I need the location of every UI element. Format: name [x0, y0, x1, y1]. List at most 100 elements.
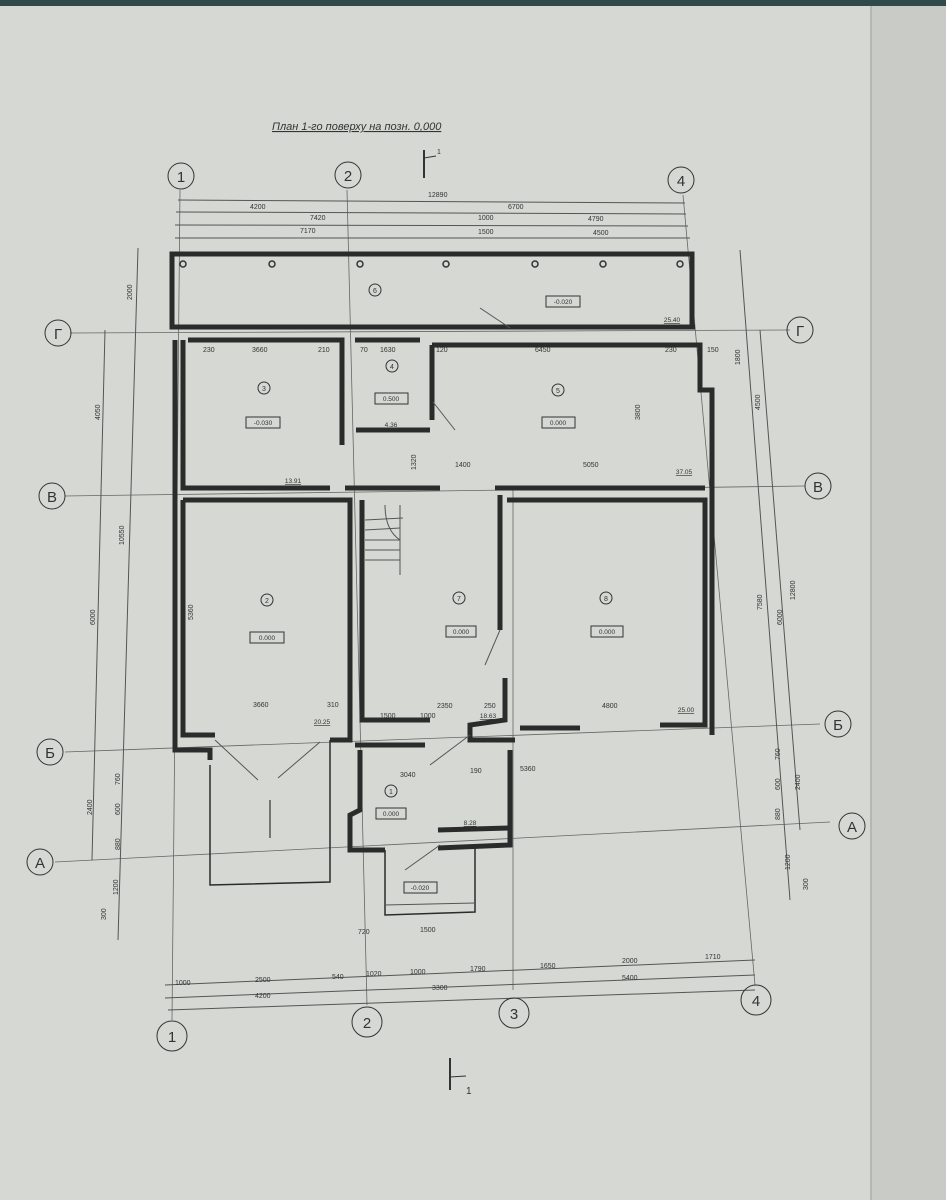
svg-text:4050: 4050 — [95, 404, 102, 420]
svg-text:8.28: 8.28 — [464, 820, 477, 827]
axis-marker-B-left: Б — [36, 738, 64, 766]
right-dimensions: 1800 4500 12800 7580 6000 2400 760 600 8… — [735, 349, 810, 890]
axis-marker-2-bottom: 2 — [351, 1006, 383, 1038]
svg-text:10550: 10550 — [119, 525, 126, 545]
bottom-dimensions: 1000 2500 540 1020 1000 1790 1650 2000 1… — [175, 927, 721, 1000]
svg-text:4500: 4500 — [755, 394, 762, 410]
svg-text:300: 300 — [803, 878, 810, 890]
svg-text:1000: 1000 — [420, 713, 436, 720]
svg-text:300: 300 — [101, 908, 108, 920]
svg-text:1000: 1000 — [410, 969, 426, 976]
svg-text:4200: 4200 — [250, 204, 266, 211]
svg-text:Г: Г — [796, 323, 804, 340]
svg-text:1200: 1200 — [785, 854, 792, 870]
svg-text:6000: 6000 — [90, 609, 97, 625]
svg-text:250: 250 — [484, 703, 496, 710]
plan-title: План 1-го поверху на позн. 0,000 — [272, 121, 442, 133]
staircase — [364, 504, 404, 575]
svg-text:1790: 1790 — [470, 966, 486, 973]
svg-text:1500: 1500 — [380, 713, 396, 720]
room-1: 1 0.000 8.28 — [375, 784, 477, 827]
svg-text:540: 540 — [332, 974, 344, 981]
svg-text:1020: 1020 — [366, 971, 382, 978]
svg-text:7580: 7580 — [757, 594, 764, 610]
svg-text:4: 4 — [390, 364, 394, 371]
svg-text:5360: 5360 — [520, 766, 536, 773]
section-mark-top: 1 — [423, 149, 441, 178]
svg-text:310: 310 — [327, 702, 339, 709]
axis-marker-2-top: 2 — [334, 161, 362, 189]
paper-edge — [870, 6, 946, 1200]
svg-text:2: 2 — [265, 598, 269, 605]
svg-text:12890: 12890 — [428, 192, 448, 199]
svg-text:8: 8 — [604, 596, 608, 603]
svg-text:6450: 6450 — [535, 347, 551, 354]
svg-text:5360: 5360 — [188, 604, 195, 620]
svg-text:4500: 4500 — [593, 230, 609, 237]
svg-text:-0.020: -0.020 — [411, 885, 430, 892]
svg-text:2: 2 — [344, 168, 352, 185]
svg-text:5050: 5050 — [583, 462, 599, 469]
svg-text:230: 230 — [203, 347, 215, 354]
svg-text:70: 70 — [360, 347, 368, 354]
svg-text:1: 1 — [437, 149, 441, 156]
svg-text:1: 1 — [177, 169, 185, 186]
svg-text:3660: 3660 — [253, 702, 269, 709]
inner-dimensions: 230 3660 210 70 1630 120 6450 230 150 14… — [188, 347, 719, 779]
svg-text:3: 3 — [262, 386, 266, 393]
svg-text:0.000: 0.000 — [550, 420, 567, 427]
left-dimensions: 2000 4050 10550 6000 2400 760 600 880 12… — [87, 284, 134, 920]
top-dimensions: 12890 4200 6700 7420 1000 4790 7170 1500… — [250, 192, 609, 237]
axis-marker-3-bottom: 3 — [498, 997, 530, 1029]
svg-text:1500: 1500 — [478, 229, 494, 236]
room-4: 4 0.500 4.36 — [374, 359, 409, 429]
svg-text:1000: 1000 — [478, 215, 494, 222]
svg-text:880: 880 — [115, 838, 122, 850]
room-2: 2 0.000 20.25 — [249, 593, 331, 726]
svg-text:1: 1 — [466, 1086, 472, 1097]
walls — [169, 251, 715, 916]
svg-text:6700: 6700 — [508, 204, 524, 211]
svg-text:2000: 2000 — [622, 958, 638, 965]
room-5: 5 0.000 37.05 — [541, 383, 693, 476]
svg-text:0.500: 0.500 — [383, 396, 400, 403]
room-8: 8 0.000 25.00 — [590, 591, 695, 714]
svg-text:4790: 4790 — [588, 216, 604, 223]
axis-marker-G-right: Г — [786, 316, 814, 344]
svg-text:-0.030: -0.030 — [254, 420, 273, 427]
room-7: 7 0.000 18.63 — [445, 591, 497, 720]
room-3: 3 -0.030 13.91 — [245, 381, 302, 485]
svg-text:150: 150 — [707, 347, 719, 354]
axis-marker-4-top: 4 — [667, 166, 695, 194]
axis-marker-1-top: 1 — [167, 162, 195, 190]
photo-top-edge — [0, 0, 946, 6]
svg-text:1200: 1200 — [113, 879, 120, 895]
svg-text:3660: 3660 — [252, 347, 268, 354]
svg-text:0.000: 0.000 — [599, 629, 616, 636]
svg-text:600: 600 — [775, 778, 782, 790]
room-6: 6 -0.020 25.40 — [368, 283, 681, 324]
axis-marker-4-bottom: 4 — [740, 984, 772, 1016]
svg-text:А: А — [847, 819, 857, 836]
svg-text:13.91: 13.91 — [285, 478, 302, 485]
svg-text:12800: 12800 — [790, 580, 797, 600]
svg-text:0.000: 0.000 — [383, 811, 400, 818]
svg-text:760: 760 — [775, 748, 782, 760]
svg-text:Б: Б — [45, 745, 55, 762]
svg-text:7170: 7170 — [300, 228, 316, 235]
svg-text:В: В — [813, 479, 823, 496]
svg-text:4200: 4200 — [255, 993, 271, 1000]
svg-text:1630: 1630 — [380, 347, 396, 354]
svg-text:А: А — [35, 855, 45, 872]
svg-text:880: 880 — [775, 808, 782, 820]
svg-text:5400: 5400 — [622, 975, 638, 982]
svg-text:25.40: 25.40 — [664, 317, 681, 324]
axis-marker-A-left: А — [26, 848, 54, 876]
svg-text:3800: 3800 — [635, 404, 642, 420]
svg-text:210: 210 — [318, 347, 330, 354]
svg-text:6: 6 — [373, 288, 377, 295]
svg-text:3: 3 — [510, 1006, 518, 1023]
svg-text:1320: 1320 — [411, 454, 418, 470]
svg-text:600: 600 — [115, 803, 122, 815]
